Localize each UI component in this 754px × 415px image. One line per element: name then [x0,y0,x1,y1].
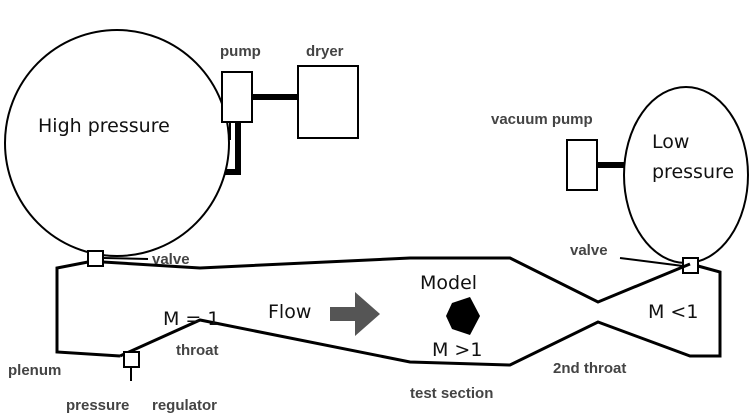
vacuum-pump-label: vacuum pump [491,111,593,128]
pump-label: pump [220,43,261,60]
pump-tank-pipe [225,122,241,175]
throat-label: throat [176,342,219,359]
left-valve-label: valve [152,251,190,268]
dryer-box [297,65,359,139]
test-section-label: test section [410,385,493,402]
plenum-label: plenum [8,362,61,379]
tunnel-upper-wall [102,256,691,304]
flow-label: Flow [268,301,311,323]
pressure-regulator-box [123,351,140,368]
second-throat-label: 2nd throat [553,360,626,377]
low-pressure-label-1: Low [652,131,689,153]
right-valve-label: valve [570,242,608,259]
low-pressure-label-2: pressure [652,161,734,183]
tunnel-lower-wall [119,264,722,367]
pressure-label: pressure [66,397,129,414]
dryer-label: dryer [306,43,344,60]
tunnel-top-wall [55,260,121,358]
flow-arrow-icon [330,292,380,336]
left-valve-leader [102,257,149,260]
high-pressure-label: High pressure [38,115,170,137]
pump-box [221,71,253,123]
vacuum-pump-box [566,139,598,191]
model-shape [446,297,480,335]
mach-nozzle-label: M = 1 [163,308,219,330]
mach-diffuser-label: M <1 [648,301,698,323]
right-valve-leader [619,257,684,267]
model-label: Model [420,272,477,294]
regulator-label: regulator [152,397,217,414]
left-valve [87,250,104,267]
high-pressure-tank [4,29,230,257]
mach-test-label: M >1 [432,339,482,361]
